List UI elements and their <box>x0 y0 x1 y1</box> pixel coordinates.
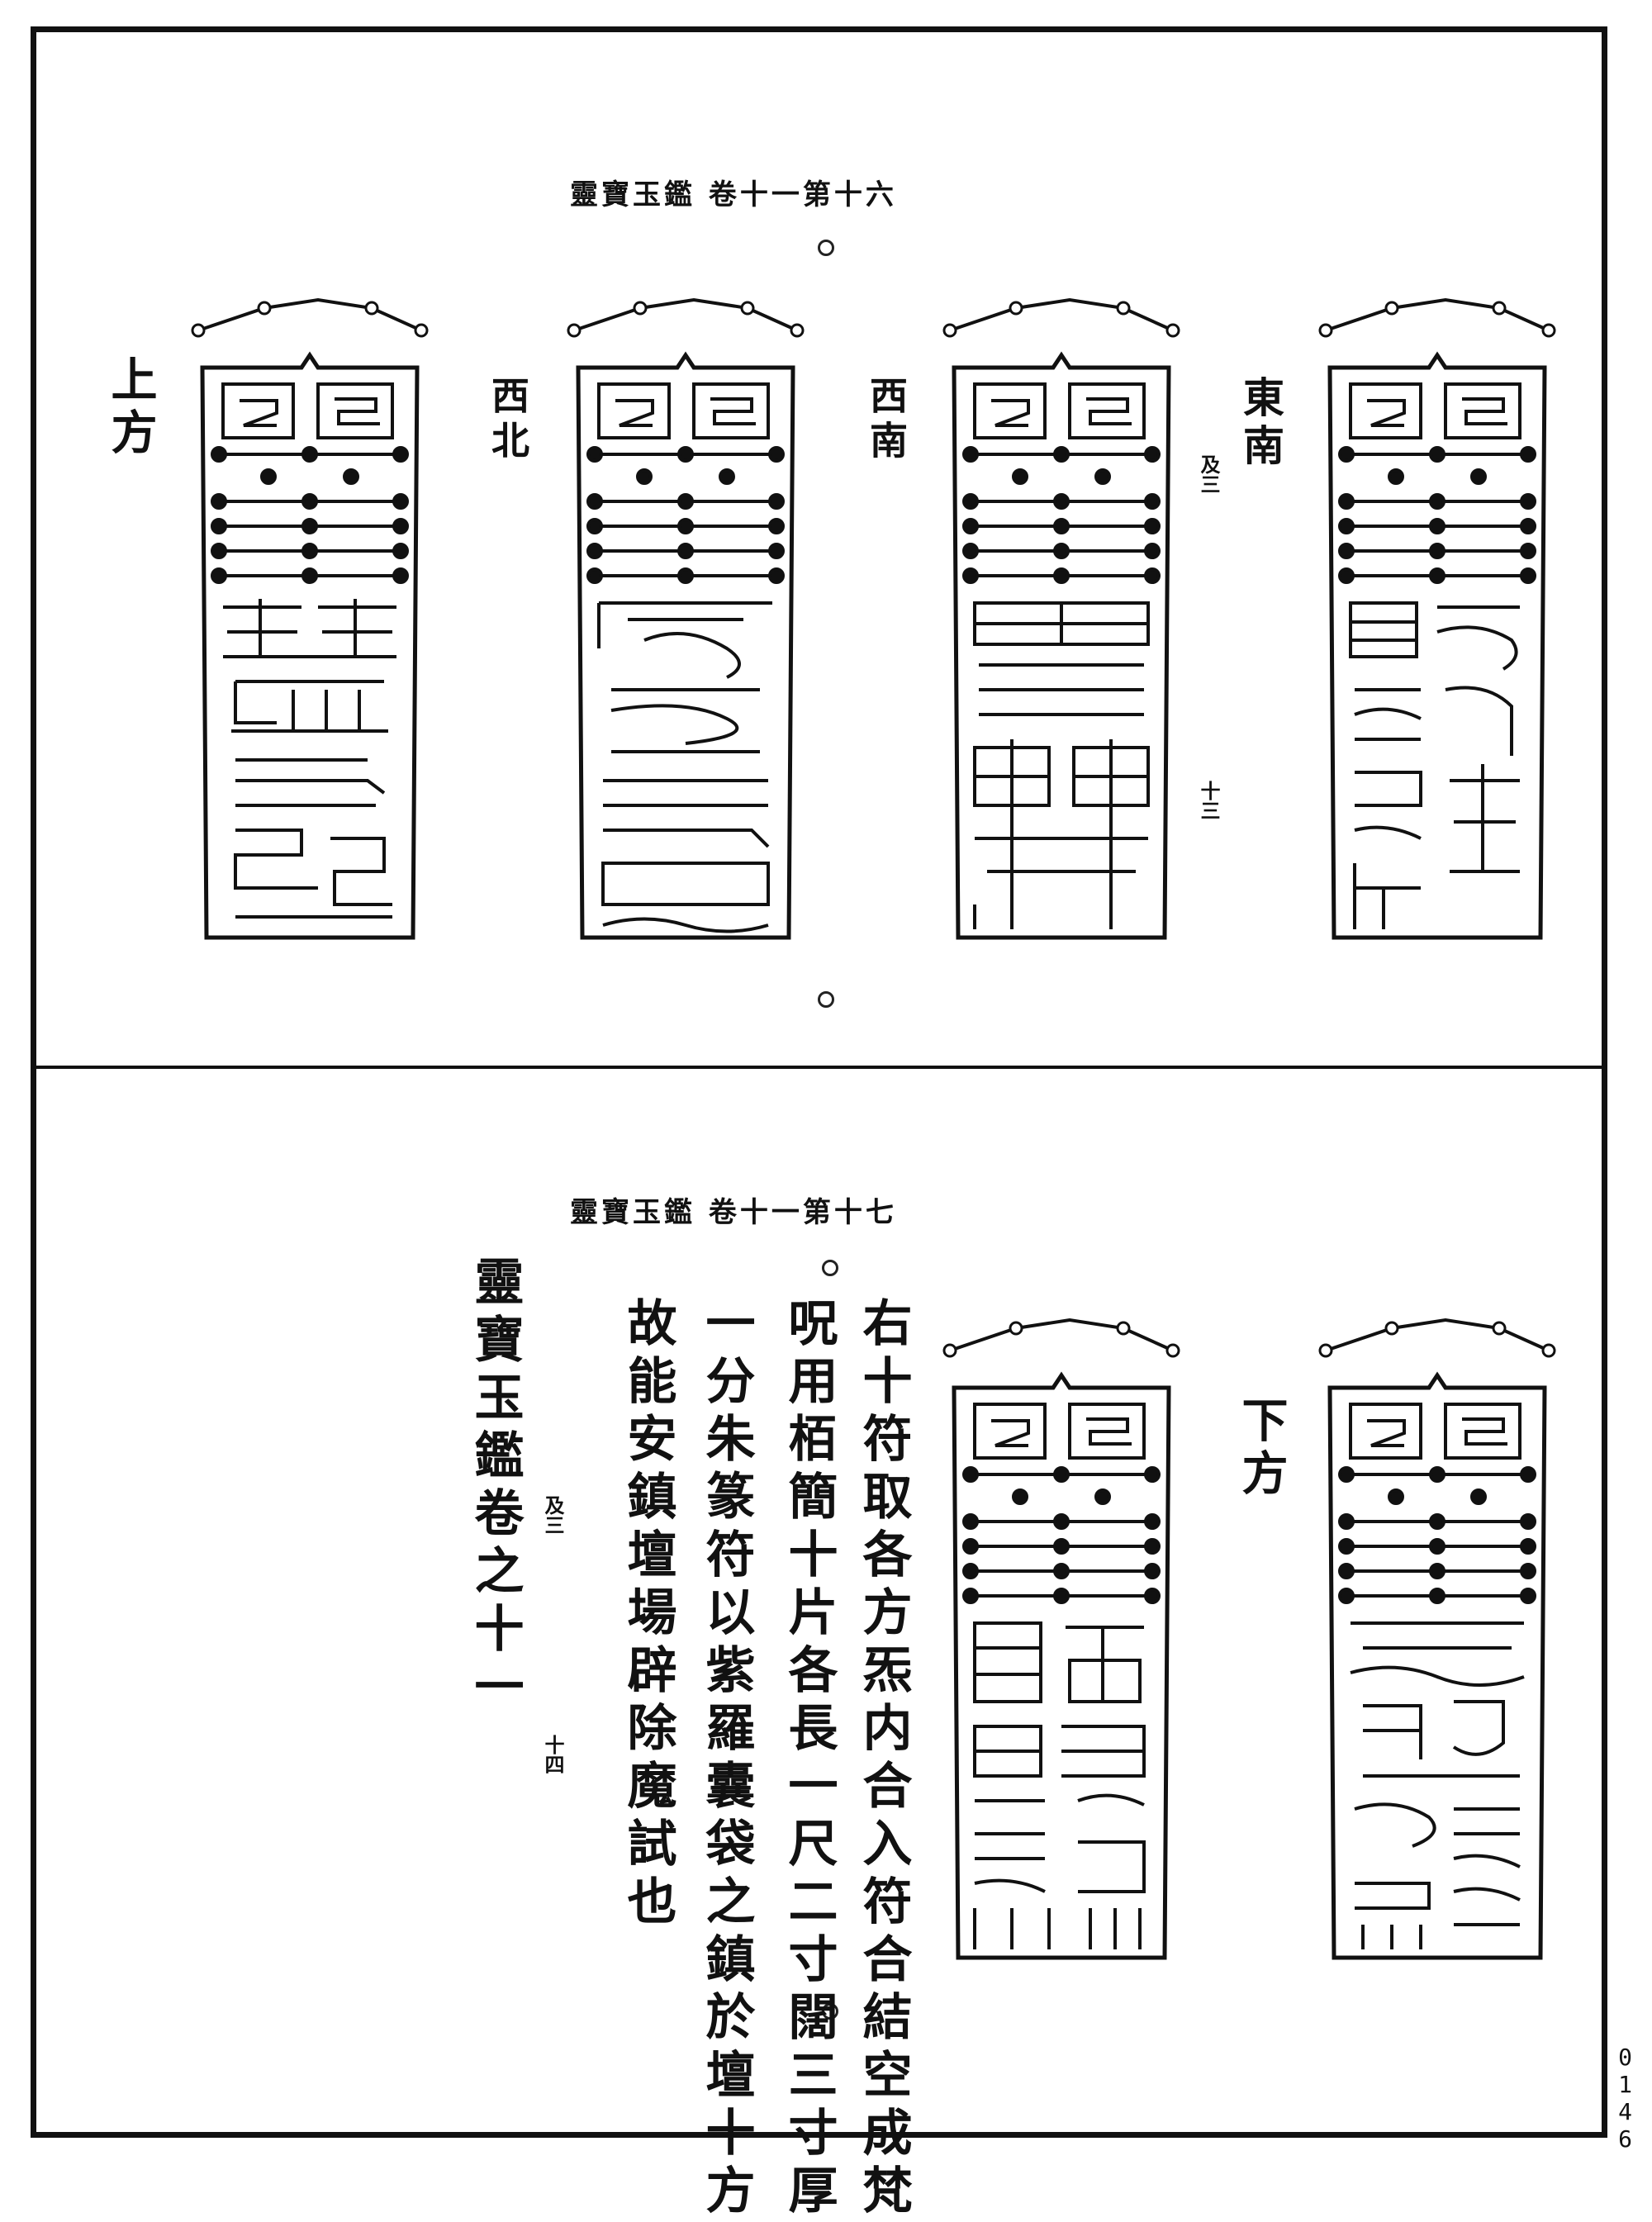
top-running-header: 靈寶玉鑑 卷十一第十六 <box>570 178 897 211</box>
text-column-2: 呪用栢簡十片各長一尺二寸闊三寸厚 <box>780 1297 838 2222</box>
talisman-southwest <box>938 293 1185 946</box>
page-number-text: 0146 <box>1612 2044 1639 2153</box>
label-shangfang: 上方 <box>103 355 158 461</box>
talisman-glyph <box>1318 297 1556 940</box>
talisman-glyph <box>942 297 1180 940</box>
text-column-4: 故能安鎮壇場辟除魔試也 <box>619 1297 676 1933</box>
bottom-running-header: 靈寶玉鑑 卷十一第十七 <box>570 1196 897 1229</box>
talisman-southeast <box>1313 293 1561 946</box>
binding-hole-icon <box>822 2003 838 2020</box>
volume-end-title: 靈寶玉鑑卷之十一 <box>466 1256 524 1718</box>
end-margin-number: 十四 <box>541 1735 565 1774</box>
talisman-glyph <box>1318 1318 1556 1960</box>
end-margin-note: 及三 <box>541 1495 565 1535</box>
label-xiafang: 下方 <box>1234 1396 1289 1502</box>
binding-hole-icon <box>818 240 834 256</box>
talisman-upper <box>186 293 434 946</box>
talisman-glyph <box>567 297 805 940</box>
binding-hole-icon <box>818 991 834 1008</box>
page-number: 0146 <box>1612 2044 1639 2158</box>
talisman-lower-right <box>1313 1313 1561 1966</box>
talisman-lower-left <box>938 1313 1185 1966</box>
margin-note: 及三 <box>1197 454 1221 494</box>
margin-number: 十三 <box>1197 781 1221 820</box>
talisman-glyph <box>191 297 429 940</box>
panel-divider <box>31 1066 1607 1069</box>
talisman-northwest <box>562 293 809 946</box>
talisman-glyph <box>942 1318 1180 1960</box>
text-column-3: 一分朱篆符以紫羅囊袋之鎮於壇十方 <box>697 1297 755 2222</box>
binding-hole-icon <box>822 1260 838 1276</box>
label-xibei: 西北 <box>486 376 530 465</box>
text-column-1: 右十符取各方炁内合入符合結空成梵 <box>854 1297 912 2222</box>
page-frame <box>31 26 1607 2138</box>
label-dongnan: 東南 <box>1237 376 1285 472</box>
label-xinan: 西南 <box>864 376 909 465</box>
